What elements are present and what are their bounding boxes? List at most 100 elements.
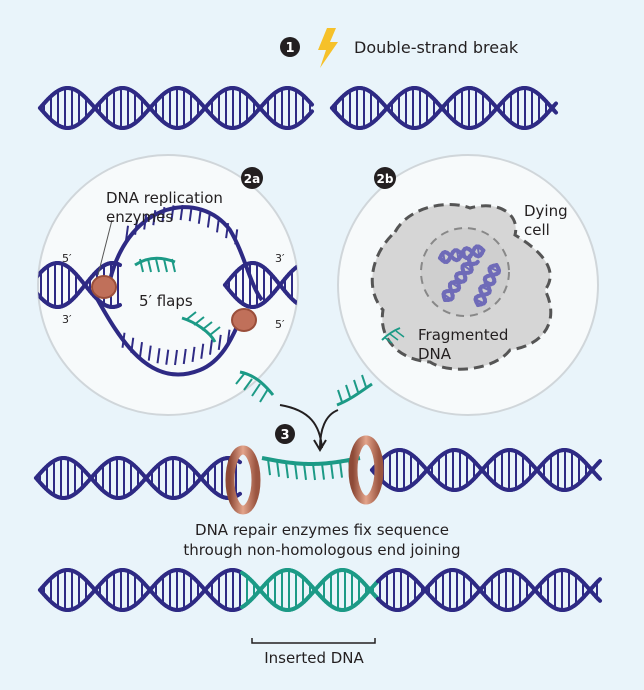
- bubble-base: [121, 332, 126, 348]
- backbone-strand-b: [236, 458, 242, 465]
- base-stub: [339, 461, 343, 478]
- replication-enzyme-right: [231, 308, 257, 332]
- cell-flap: [381, 327, 401, 341]
- backbone-strand-b: [596, 596, 602, 603]
- bubble-base: [174, 349, 178, 366]
- nucleus-dna-fragments: [438, 244, 502, 307]
- backbone-strand-a: [466, 254, 472, 261]
- flap-base: [163, 258, 168, 273]
- bubble-base: [147, 345, 152, 361]
- backbone-strand-b: [34, 290, 36, 292]
- inserted-strand: [261, 456, 361, 466]
- backbone-strand-a: [116, 303, 122, 308]
- backbone-strand-a: [236, 491, 242, 498]
- step1-badge-text: 1: [285, 41, 294, 56]
- backbone-strand-a: [308, 100, 314, 107]
- free-flap-base: [251, 383, 261, 397]
- fragment-label-line1: Fragmented: [418, 326, 508, 344]
- free-dna-flaps: [235, 327, 405, 407]
- step2b-badge: [374, 167, 396, 189]
- end-label-bottom-right: 5′: [275, 318, 285, 331]
- base-stub: [267, 459, 271, 476]
- bubble-base: [200, 343, 205, 359]
- backbone-strand-a: [301, 306, 303, 307]
- dna-fragment: [473, 263, 502, 307]
- base-stub: [330, 462, 334, 479]
- cell-label-line1: Dying: [524, 202, 568, 220]
- dna-fragment: [441, 254, 480, 302]
- arrow-head-icon: [313, 439, 327, 452]
- free-flap-base: [243, 378, 253, 391]
- bubble-base: [216, 217, 220, 233]
- repair-enzyme-ring-right: [348, 435, 384, 505]
- backbone-strand-b: [301, 264, 303, 265]
- flap-base: [185, 311, 197, 321]
- replication-enzyme-left: [91, 275, 117, 299]
- flap-strand-bottom: [181, 316, 217, 343]
- flap-base: [139, 258, 144, 273]
- bubble-base: [134, 219, 139, 235]
- inserted-dna-bracket: [251, 638, 376, 644]
- inset-2a-circle: [37, 154, 299, 416]
- bubble-base: [226, 329, 231, 345]
- step2b-badge-text: 2b: [377, 172, 394, 186]
- base-stub: [321, 463, 325, 480]
- inset-2a: DNA replication enzymes 5′ flaps 5′ 3′ 3…: [32, 154, 303, 416]
- bubble-base: [179, 204, 184, 221]
- cell-flap-base: [395, 330, 405, 338]
- free-flap-base: [337, 389, 343, 403]
- step3-badge-text: 3: [280, 428, 289, 443]
- backbone-strand-b: [297, 262, 298, 268]
- bubble-base: [234, 229, 239, 245]
- step2a-badge-text: 2a: [244, 172, 260, 186]
- free-flap-base: [361, 374, 367, 388]
- repair-enzyme-ring-left: [225, 445, 261, 515]
- backbone-strand-b: [478, 246, 486, 253]
- replication-bubble: [32, 204, 303, 377]
- dna-helix-broken-right: [330, 86, 558, 130]
- backbone-strand-a: [596, 459, 602, 466]
- bubble-base: [130, 337, 135, 353]
- base-stub: [285, 462, 289, 479]
- dna-helix-step3-left: [34, 456, 242, 500]
- backbone-strand-b: [116, 262, 122, 267]
- bubble-base: [139, 341, 143, 358]
- bubble-base: [152, 210, 157, 226]
- backbone-strand-b: [552, 108, 558, 115]
- flap-base: [155, 258, 160, 273]
- base-stub: [312, 463, 316, 481]
- enzymes-label-line2: enzymes: [106, 208, 173, 226]
- backbone-strand-b: [32, 288, 34, 290]
- backbone-strand-b: [474, 259, 480, 266]
- bubble-base: [188, 206, 193, 222]
- step1-badge: [280, 37, 300, 57]
- free-flap-base: [345, 384, 351, 398]
- bubble-base: [161, 206, 166, 223]
- bubble-top-strand: [108, 205, 264, 302]
- free-flap-base: [353, 379, 359, 393]
- flap-base: [193, 316, 205, 326]
- bubble-base: [217, 334, 222, 351]
- flap-base: [171, 258, 176, 273]
- flap-base: [201, 321, 213, 331]
- inserted-strand-bridge: [261, 456, 361, 481]
- step3-badge: [275, 424, 295, 444]
- backbone-strand-a: [34, 278, 36, 280]
- backbone-strand-a: [552, 101, 558, 108]
- backbone-strand-a: [32, 280, 34, 282]
- bubble-base: [206, 212, 211, 228]
- inset-2b: Dying cell Fragmented DNA 2b: [337, 154, 599, 416]
- cell-flap-base: [389, 333, 399, 341]
- dna-helix-broken-left: [38, 86, 314, 130]
- dna-helix-repaired: [38, 568, 602, 612]
- enzyme-pointer-line: [97, 219, 113, 276]
- step3-caption-line1: DNA repair enzymes fix sequence: [195, 521, 449, 539]
- step1-header: 1 Double-strand break: [280, 28, 519, 68]
- flap-base: [147, 258, 152, 273]
- step3-caption-line2: through non-homologous end joining: [183, 541, 460, 559]
- bubble-base: [225, 222, 230, 239]
- enzymes-label-line1: DNA replication: [106, 189, 223, 207]
- cell-label-line2: cell: [524, 221, 550, 239]
- bubble-base: [143, 214, 148, 230]
